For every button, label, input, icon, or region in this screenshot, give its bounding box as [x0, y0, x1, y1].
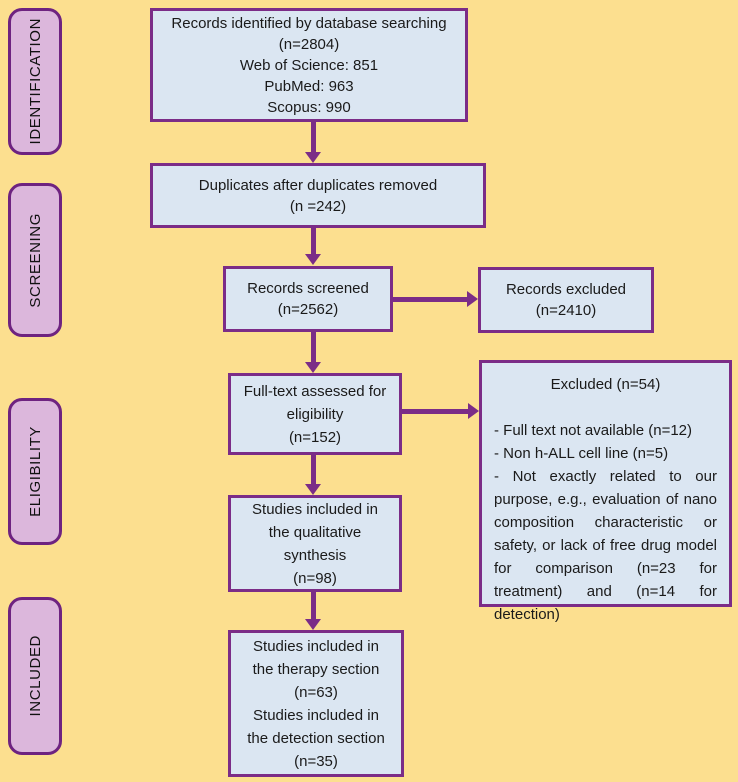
- box-records-screened: Records screened (n=2562): [223, 266, 393, 332]
- stage-included: INCLUDED: [8, 597, 62, 755]
- arrow-shaft: [311, 332, 316, 363]
- arrow-head-icon: [305, 362, 321, 373]
- box-duplicates-removed-text: Duplicates after duplicates removed (n =…: [198, 176, 438, 215]
- box-therapy-detection: Studies included in the therapy section …: [228, 630, 404, 777]
- arrow-head-icon: [468, 403, 479, 419]
- arrow-shaft: [402, 409, 469, 414]
- arrow-head-icon: [305, 484, 321, 495]
- box-excluded-details-items: - Full text not available (n=12) - Non h…: [494, 422, 717, 623]
- box-fulltext-assessed-text: Full-text assessed for eligibility (n=15…: [243, 382, 387, 446]
- box-therapy-detection-text: Studies included in the therapy section …: [247, 637, 385, 770]
- box-excluded-details: Excluded (n=54) - Full text not availabl…: [479, 360, 732, 623]
- box-duplicates-removed: Duplicates after duplicates removed (n =…: [150, 163, 486, 228]
- arrow-shaft: [393, 297, 468, 302]
- stage-included-label: INCLUDED: [26, 635, 44, 717]
- box-records-excluded-text: Records excluded (n=2410): [505, 281, 627, 319]
- box-qualitative-synthesis: Studies included in the qualitative synt…: [228, 495, 402, 592]
- box-qualitative-synthesis-text: Studies included in the qualitative synt…: [252, 500, 378, 587]
- stage-screening-label: SCREENING: [26, 212, 44, 308]
- arrow-head-icon: [305, 152, 321, 163]
- stage-eligibility-label: ELIGIBILITY: [26, 426, 44, 517]
- stage-identification-label: IDENTIFICATION: [26, 18, 44, 145]
- stage-identification: IDENTIFICATION: [8, 8, 62, 155]
- arrow-shaft: [311, 122, 316, 153]
- box-records-excluded: Records excluded (n=2410): [478, 267, 654, 333]
- arrow-shaft: [311, 455, 316, 485]
- arrow-head-icon: [305, 619, 321, 630]
- arrow-head-icon: [467, 291, 478, 307]
- arrow-shaft: [311, 228, 316, 255]
- box-records-identified-text: Records identified by database searching…: [171, 14, 447, 116]
- stage-screening: SCREENING: [8, 183, 62, 337]
- box-fulltext-assessed: Full-text assessed for eligibility (n=15…: [228, 373, 402, 455]
- arrow-shaft: [311, 592, 316, 620]
- box-records-identified: Records identified by database searching…: [150, 8, 468, 122]
- box-excluded-details-title: Excluded (n=54): [550, 376, 661, 393]
- stage-eligibility: ELIGIBILITY: [8, 398, 62, 545]
- box-records-screened-text: Records screened (n=2562): [247, 280, 369, 318]
- arrow-head-icon: [305, 254, 321, 265]
